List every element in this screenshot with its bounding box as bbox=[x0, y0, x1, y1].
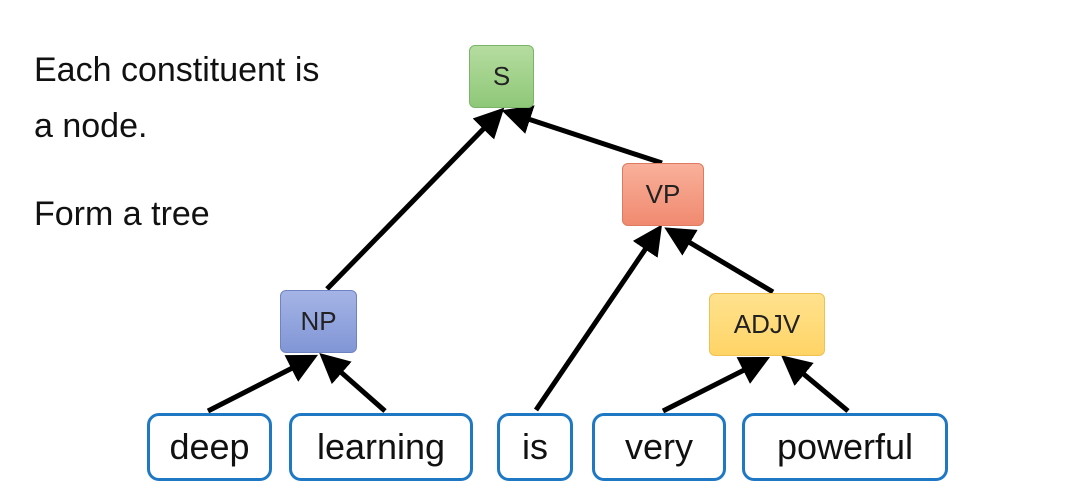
edge-np-to-s bbox=[325, 107, 505, 291]
word-learning: learning bbox=[289, 413, 473, 481]
edge-vp-to-s bbox=[501, 105, 663, 166]
edge-powerful-to-adjv bbox=[781, 355, 850, 413]
edge-is-to-vp bbox=[533, 224, 663, 412]
edge-very-to-adjv bbox=[661, 356, 771, 414]
caption-line-3: Form a tree bbox=[34, 195, 210, 233]
node-adjv: ADJV bbox=[709, 293, 825, 356]
caption-line-2: a node. bbox=[34, 107, 148, 145]
edge-adjv-to-vp bbox=[664, 227, 775, 295]
edge-learning-to-np bbox=[319, 353, 387, 413]
word-very: very bbox=[592, 413, 726, 481]
node-s: S bbox=[469, 45, 534, 108]
word-powerful: powerful bbox=[742, 413, 948, 481]
caption-line-1: Each constituent is bbox=[34, 51, 320, 89]
node-np: NP bbox=[280, 290, 357, 353]
edge-deep-to-np bbox=[206, 354, 319, 414]
word-is: is bbox=[497, 413, 573, 481]
word-deep: deep bbox=[147, 413, 272, 481]
node-vp: VP bbox=[622, 163, 704, 226]
